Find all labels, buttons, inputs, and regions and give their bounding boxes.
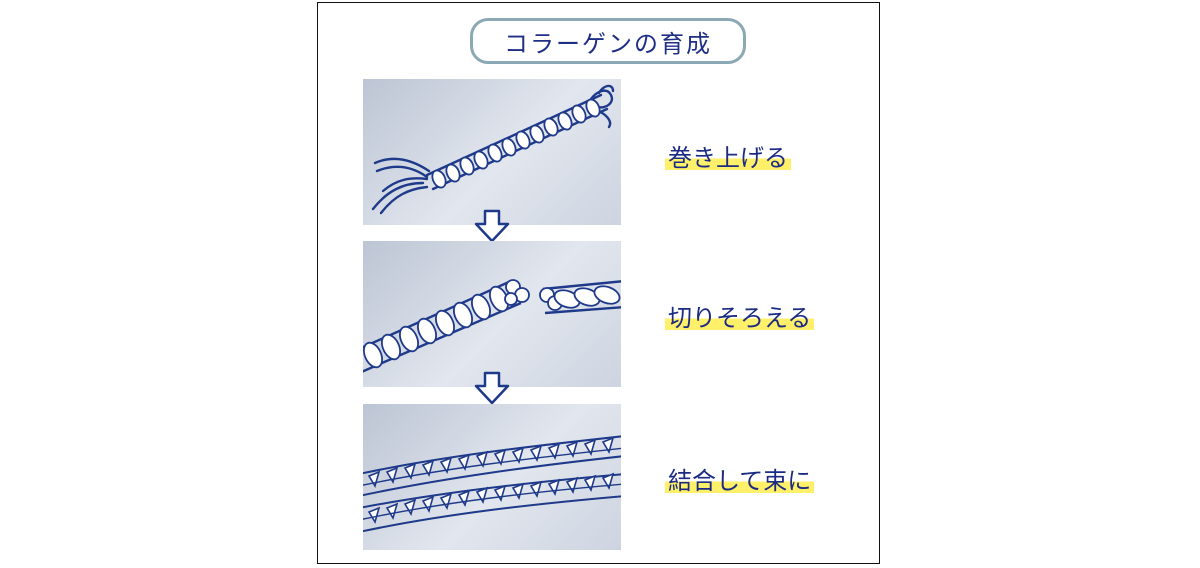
step-3-illustration xyxy=(363,404,621,550)
diagram-title: コラーゲンの育成 xyxy=(504,29,712,58)
twisted-rope-image xyxy=(371,84,615,215)
step-2-illustration xyxy=(363,241,621,387)
title-box: コラーゲンの育成 xyxy=(470,18,746,64)
step-1-label: 巻き上げる xyxy=(665,138,791,173)
step-3-label: 結合して束に xyxy=(665,461,815,496)
cut-rope-image xyxy=(363,279,621,373)
bundled-rope-image xyxy=(363,435,621,533)
down-arrow-icon xyxy=(474,371,510,405)
down-arrow-icon xyxy=(474,209,510,243)
step-1-illustration xyxy=(363,79,621,225)
step-2-label: 切りそろえる xyxy=(665,298,815,333)
